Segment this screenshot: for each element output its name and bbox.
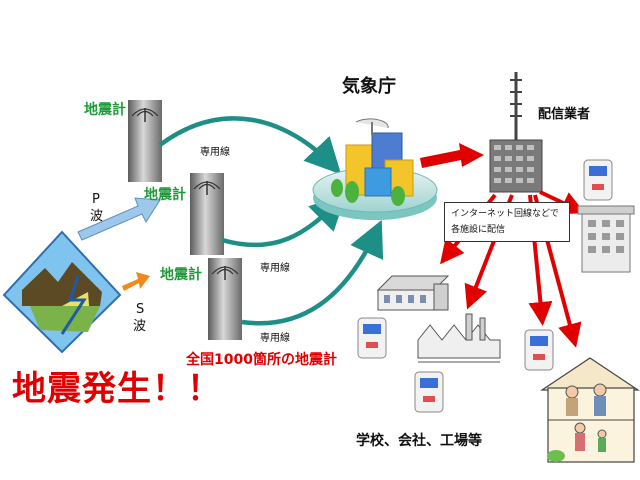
seismometer-label: 地震計 (160, 267, 202, 283)
house-with-family-icon (540, 357, 640, 463)
jma-to-distributor-arrow (420, 143, 484, 168)
internet-note-line: インターネット回線などで (451, 209, 559, 219)
destinations-label: 学校、会社、工場等 (356, 433, 482, 449)
distributor-label: 配信業者 (538, 107, 591, 122)
dedicated-line-label: 専用線 (260, 333, 290, 344)
seismometer-label: 地震計 (84, 102, 126, 118)
distribution-arrow (539, 190, 586, 214)
dedicated-line-label: 専用線 (260, 263, 290, 274)
internet-distribution-note: インターネット回線などで 各施設に配信 (444, 202, 570, 243)
distributor-building-icon (489, 72, 543, 193)
receiver-device-icon (357, 317, 387, 359)
p-wave-kanji: 波 (90, 209, 104, 224)
apartment-building-icon (577, 205, 635, 273)
s-wave-letter: S (136, 302, 145, 317)
dedicated-line-arrow (241, 219, 384, 326)
p-wave-letter: P (92, 192, 100, 207)
dedicated-line-label: 専用線 (200, 147, 230, 158)
jma-label: 気象庁 (342, 76, 396, 97)
s-wave-arrow (122, 272, 150, 291)
jma-building-icon (312, 118, 438, 220)
internet-note-line: 各施設に配信 (451, 225, 506, 236)
receiver-device-icon (414, 371, 444, 413)
p-wave-arrow (77, 197, 161, 241)
school-building-icon (376, 275, 450, 311)
seismometer-label: 地震計 (144, 187, 186, 203)
nationwide-seismometers-label: 全国1000箇所の地震計 (186, 352, 337, 368)
seismometer-icon (128, 100, 162, 182)
dedicated-line-arrow (158, 116, 342, 175)
s-wave-kanji: 波 (133, 319, 147, 334)
seismometer-icon (190, 173, 224, 255)
receiver-device-icon (524, 329, 554, 371)
earthquake-icon (2, 230, 122, 354)
seismometer-icon (208, 258, 242, 340)
earthquake-occurred-label: 地震発生！！ (12, 369, 222, 409)
receiver-device-icon (583, 159, 613, 201)
factory-icon (417, 313, 501, 363)
